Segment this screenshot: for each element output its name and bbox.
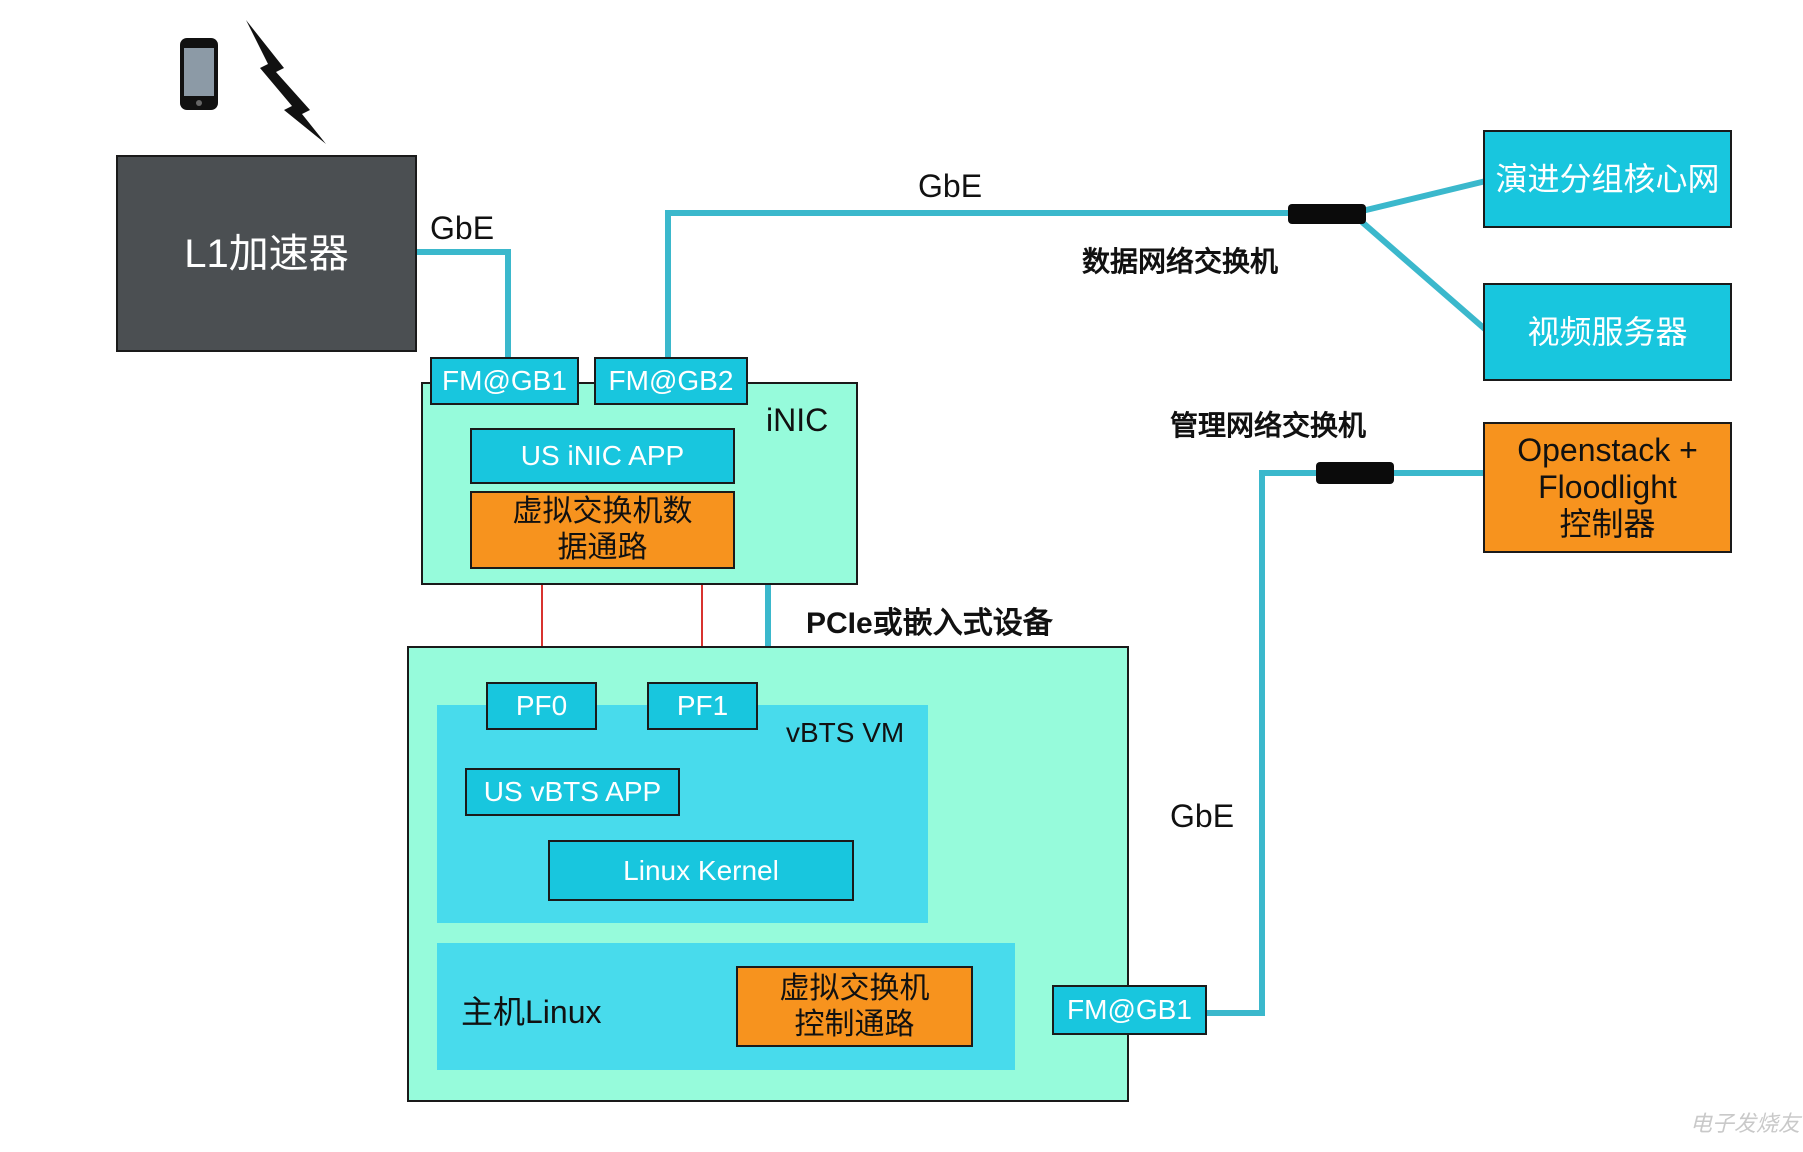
- openstack-controller-box: Openstack + Floodlight 控制器: [1483, 422, 1732, 553]
- host-linux-label: 主机Linux: [461, 994, 602, 1030]
- phone-icon: [180, 38, 218, 110]
- inic-title: iNIC: [766, 402, 829, 438]
- us-inic-app-label: US iNIC APP: [520, 440, 685, 472]
- pf0-box: PF0: [486, 682, 597, 730]
- gbe-mgmt-label: GbE: [1170, 798, 1235, 834]
- host-port-label: FM@GB1: [1067, 994, 1192, 1026]
- openstack-line1: Openstack +: [1517, 432, 1698, 469]
- data-switch-label: 数据网络交换机: [1082, 246, 1279, 277]
- lightning-icon: [246, 20, 326, 144]
- linux-kernel-box: Linux Kernel: [548, 840, 854, 901]
- epc-core-label: 演进分组核心网: [1495, 160, 1720, 197]
- inic-port-fmgb2: FM@GB2: [594, 357, 748, 405]
- inic-port1-label: FM@GB1: [442, 365, 567, 397]
- mgmt-switch-label: 管理网络交换机: [1170, 410, 1367, 441]
- vswitch-datapath-line1: 虚拟交换机数: [512, 495, 693, 528]
- gbe-data-label: GbE: [918, 168, 983, 204]
- vswitch-control-line1: 虚拟交换机: [779, 971, 930, 1005]
- us-inic-app-box: US iNIC APP: [470, 428, 735, 484]
- us-vbts-app-box: US vBTS APP: [465, 768, 680, 816]
- openstack-line2: Floodlight: [1538, 469, 1677, 506]
- data-switch-icon: [1288, 204, 1366, 224]
- inic-port2-label: FM@GB2: [608, 365, 734, 397]
- pf1-label: PF1: [676, 690, 729, 722]
- host-port-fmgb1: FM@GB1: [1052, 985, 1207, 1035]
- mgmt-switch-icon: [1316, 462, 1394, 484]
- vswitch-datapath-box: 虚拟交换机数 据通路: [470, 491, 735, 569]
- video-server-label: 视频服务器: [1527, 313, 1688, 350]
- pf1-box: PF1: [647, 682, 758, 730]
- l1-accelerator-label: L1加速器: [184, 231, 349, 276]
- openstack-line3: 控制器: [1559, 505, 1656, 542]
- vbts-vm-title: vBTS VM: [786, 717, 905, 748]
- linux-kernel-label: Linux Kernel: [623, 854, 779, 886]
- us-vbts-app-label: US vBTS APP: [483, 776, 662, 808]
- pf0-label: PF0: [515, 690, 568, 722]
- vswitch-control-box: 虚拟交换机 控制通路: [736, 966, 973, 1047]
- pcie-label: PCIe或嵌入式设备: [806, 607, 1053, 640]
- vswitch-datapath-line2: 据通路: [557, 531, 648, 564]
- vswitch-control-line2: 控制通路: [794, 1007, 915, 1041]
- watermark: 电子发烧友: [1690, 1111, 1801, 1136]
- video-server-box: 视频服务器: [1483, 283, 1732, 381]
- inic-port-fmgb1: FM@GB1: [430, 357, 579, 405]
- gbe-accel-label: GbE: [430, 210, 495, 246]
- l1-accelerator-box: L1加速器: [116, 155, 417, 352]
- epc-core-box: 演进分组核心网: [1483, 130, 1732, 228]
